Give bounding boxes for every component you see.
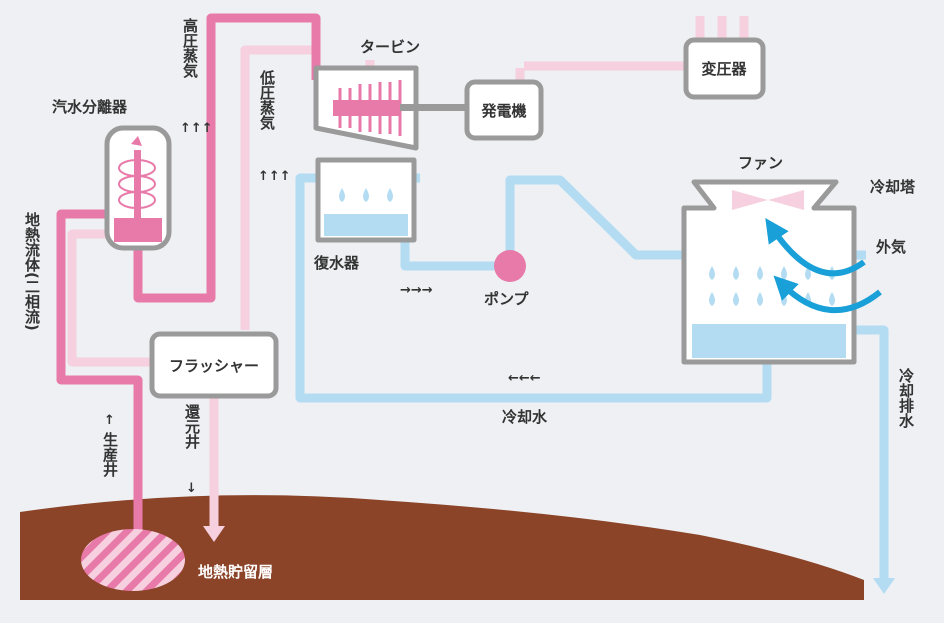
fan-icon	[732, 190, 804, 210]
reinjection-well-arrow: ↓	[186, 481, 197, 496]
return-flow-arrows: ←←←	[508, 371, 541, 386]
transformer-box	[683, 37, 766, 100]
cooling-water-label: 冷却水	[502, 408, 548, 426]
generator-box	[464, 79, 544, 141]
airflow-arrow-upper	[765, 218, 866, 277]
fan-label: ファン	[738, 154, 783, 172]
high-pressure-pipes	[56, 13, 321, 530]
high-pressure-flow-arrows: ↑↑↑	[180, 121, 213, 136]
cooling-tower	[681, 179, 882, 365]
geothermal-fluid-label: 地熱流体(二相流)	[23, 211, 41, 331]
transformer-label: 変圧器	[701, 60, 747, 78]
outside-air-label: 外気	[875, 238, 906, 256]
separator-label: 汽水分離器	[52, 98, 128, 116]
high-pressure-steam-label: 高圧蒸気	[181, 17, 199, 79]
cooling-drain-label: 冷却排水	[897, 367, 915, 429]
airflow-arrow-lower	[773, 275, 882, 314]
geothermal-reservoir	[81, 529, 185, 591]
ground	[20, 495, 864, 600]
pump	[494, 250, 526, 282]
cooling-tower-label: 冷却塔	[870, 178, 916, 196]
production-well-arrow: ↑	[104, 413, 115, 428]
reinjection-arrowhead	[203, 526, 225, 542]
turbine-label: タービン	[360, 38, 420, 56]
low-pressure-flow-arrows: ↑↑↑	[258, 169, 291, 184]
steam-separator	[104, 125, 172, 251]
condenser-label: 復水器	[313, 254, 360, 272]
flasher-box	[149, 331, 279, 399]
production-well-label: 生産井	[101, 431, 119, 478]
low-pressure-steam-label: 低圧蒸気	[258, 69, 276, 131]
drain-arrowhead	[873, 578, 895, 594]
flasher-label: フラッシャー	[169, 357, 259, 375]
turbine	[313, 65, 468, 151]
pump-flow-arrows: →→→	[400, 283, 433, 298]
pump-label: ポンプ	[484, 290, 530, 308]
generator-label: 発電機	[480, 102, 526, 120]
reservoir-label: 地熱貯留層	[198, 563, 273, 581]
reinjection-well-label: 還元井	[183, 403, 201, 450]
condenser	[315, 157, 417, 243]
